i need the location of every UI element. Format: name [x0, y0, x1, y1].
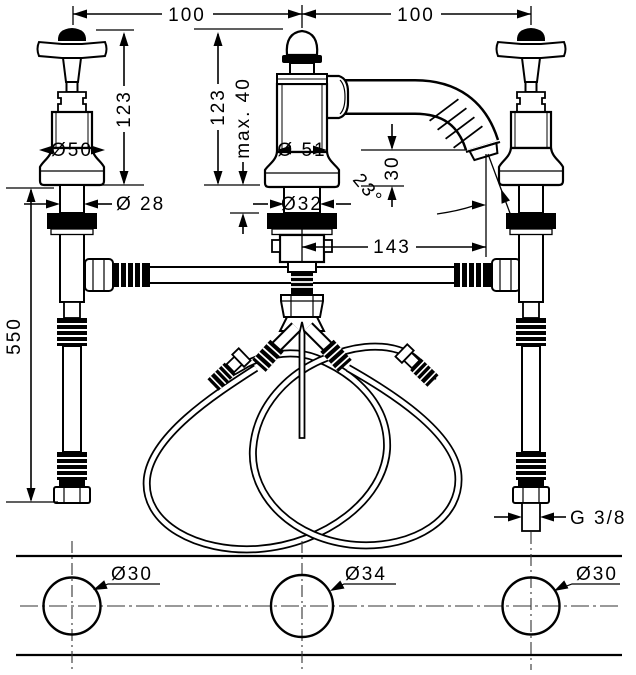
hose-loop-right — [248, 342, 463, 550]
dim-outlet-height: 30 — [382, 155, 403, 180]
dim-shank-dia-center: Ø32 — [281, 194, 323, 215]
deck-hole-center — [269, 573, 335, 639]
dim-base-dia-center: Ø 51 — [277, 140, 326, 161]
dim-spacing-left: 100 — [168, 5, 206, 26]
spout-cap-knob — [285, 29, 319, 57]
dim-base-dia-left: Ø50 — [51, 140, 93, 161]
dim-shank-dia-left: Ø 28 — [116, 194, 165, 215]
dim-reach: 143 — [373, 237, 411, 258]
dim-spacing-right: 100 — [397, 5, 435, 26]
horizontal-supply-pipe — [84, 258, 521, 292]
dimensions: 100 100 123 123 max. 40 Ø50 Ø 51 — [4, 5, 626, 529]
thread-stub — [521, 502, 541, 532]
hose-end-fitting-right — [394, 343, 440, 389]
mounting-rod — [298, 321, 306, 439]
hose-loop-left — [142, 349, 392, 554]
center-spout-unit — [251, 29, 501, 439]
label-hole-center: Ø34 — [345, 564, 387, 585]
label-hole-left: Ø30 — [111, 564, 153, 585]
deck-hole-left — [42, 576, 102, 636]
dim-height-center: 123 — [208, 88, 229, 126]
dim-max-thickness: max. 40 — [233, 77, 254, 159]
dim-spout-angle: 23° — [348, 170, 386, 210]
label-hole-right: Ø30 — [576, 564, 618, 585]
dim-height-left: 123 — [114, 90, 135, 128]
deck-plan: Ø30 Ø34 Ø30 — [16, 532, 622, 670]
dim-thread: G 3/8 — [570, 508, 626, 529]
dim-hose-length: 550 — [4, 317, 25, 355]
deck-hole-right — [501, 576, 561, 636]
